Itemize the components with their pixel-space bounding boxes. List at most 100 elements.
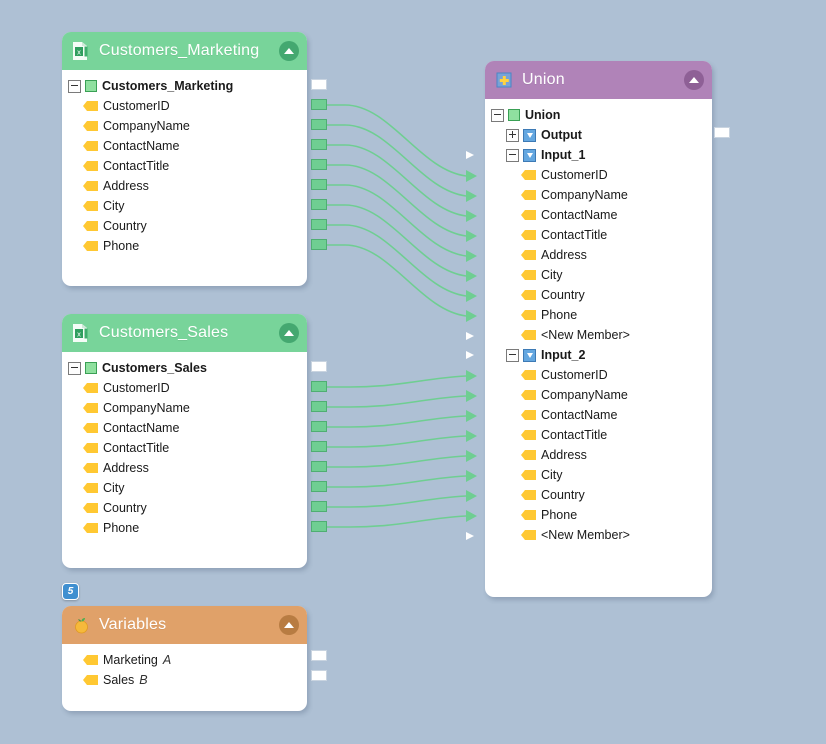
port-output-field[interactable] xyxy=(311,139,327,150)
port-input-field[interactable] xyxy=(466,510,477,522)
port-output-root[interactable] xyxy=(311,79,327,90)
tree-root-row[interactable]: Union xyxy=(485,105,712,125)
port-input-field[interactable] xyxy=(466,410,477,422)
port-input-field[interactable] xyxy=(466,270,477,282)
port-input-field[interactable] xyxy=(466,230,477,242)
collapse-up-icon[interactable] xyxy=(684,70,704,90)
field-row[interactable]: ContactName xyxy=(62,136,307,156)
variable-row[interactable]: Marketing A xyxy=(62,650,307,670)
field-row[interactable]: Address xyxy=(485,245,712,265)
expander-minus-icon[interactable] xyxy=(506,348,519,362)
port-input-group-unconnected[interactable] xyxy=(466,151,474,159)
field-row[interactable]: ContactName xyxy=(485,205,712,225)
field-row[interactable]: ContactTitle xyxy=(485,425,712,445)
expander-plus-icon[interactable] xyxy=(506,128,519,142)
field-row[interactable]: City xyxy=(62,478,307,498)
port-output-field[interactable] xyxy=(311,521,327,532)
field-row[interactable]: CustomerID xyxy=(62,378,307,398)
field-row[interactable]: ContactTitle xyxy=(62,438,307,458)
field-row[interactable]: Phone xyxy=(485,305,712,325)
variable-row[interactable]: Sales B xyxy=(62,670,307,690)
node-variables[interactable]: Variables Marketing A Sales B xyxy=(62,606,307,711)
port-output-variable[interactable] xyxy=(311,670,327,681)
port-output-field[interactable] xyxy=(311,219,327,230)
port-input-field[interactable] xyxy=(466,170,477,182)
node-union[interactable]: Union Union Output Input_1 xyxy=(485,61,712,597)
node-customers-sales[interactable]: x Customers_Sales Customers_Sales Custom… xyxy=(62,314,307,568)
port-output-field[interactable] xyxy=(311,159,327,170)
field-row[interactable]: ContactTitle xyxy=(485,225,712,245)
port-input-group-unconnected[interactable] xyxy=(466,351,474,359)
node-header[interactable]: x Customers_Sales xyxy=(62,314,307,352)
port-input-field[interactable] xyxy=(466,310,477,322)
field-row[interactable]: CustomerID xyxy=(485,165,712,185)
field-row[interactable]: City xyxy=(485,465,712,485)
port-output-variable[interactable] xyxy=(311,650,327,661)
port-input-field[interactable] xyxy=(466,290,477,302)
tree-root-row[interactable]: Customers_Marketing xyxy=(62,76,307,96)
node-customers-marketing[interactable]: x Customers_Marketing Customers_Marketin… xyxy=(62,32,307,286)
node-header[interactable]: x Customers_Marketing xyxy=(62,32,307,70)
new-member-row[interactable]: <New Member> xyxy=(485,325,712,345)
port-input-field[interactable] xyxy=(466,470,477,482)
field-row[interactable]: Country xyxy=(62,498,307,518)
port-output-field[interactable] xyxy=(311,401,327,412)
field-row[interactable]: CompanyName xyxy=(485,185,712,205)
field-row[interactable]: Country xyxy=(485,285,712,305)
port-input-field[interactable] xyxy=(466,490,477,502)
field-row[interactable]: CustomerID xyxy=(485,365,712,385)
port-input-field[interactable] xyxy=(466,370,477,382)
group-row-input-2[interactable]: Input_2 xyxy=(485,345,712,365)
field-row[interactable]: ContactName xyxy=(62,418,307,438)
field-row[interactable]: Phone xyxy=(485,505,712,525)
port-input-field[interactable] xyxy=(466,190,477,202)
port-output-field[interactable] xyxy=(311,239,327,250)
node-header[interactable]: Variables xyxy=(62,606,307,644)
node-header[interactable]: Union xyxy=(485,61,712,99)
port-input-field[interactable] xyxy=(466,390,477,402)
port-input-field[interactable] xyxy=(466,450,477,462)
expander-minus-icon[interactable] xyxy=(506,148,519,162)
expander-minus-icon[interactable] xyxy=(491,108,504,122)
field-row[interactable]: City xyxy=(62,196,307,216)
field-row[interactable]: CompanyName xyxy=(62,116,307,136)
field-row[interactable]: Phone xyxy=(62,236,307,256)
field-row[interactable]: CompanyName xyxy=(62,398,307,418)
field-row[interactable]: CustomerID xyxy=(62,96,307,116)
port-output-field[interactable] xyxy=(311,381,327,392)
port-output-field[interactable] xyxy=(311,179,327,190)
collapse-up-icon[interactable] xyxy=(279,615,299,635)
port-output-field[interactable] xyxy=(311,461,327,472)
tree-root-row[interactable]: Customers_Sales xyxy=(62,358,307,378)
port-output-field[interactable] xyxy=(311,481,327,492)
expander-minus-icon[interactable] xyxy=(68,361,81,375)
field-row[interactable]: Country xyxy=(62,216,307,236)
group-row-input-1[interactable]: Input_1 xyxy=(485,145,712,165)
port-input-new-member[interactable] xyxy=(466,332,474,340)
collapse-up-icon[interactable] xyxy=(279,41,299,61)
new-member-row[interactable]: <New Member> xyxy=(485,525,712,545)
field-row[interactable]: Phone xyxy=(62,518,307,538)
field-row[interactable]: Address xyxy=(62,458,307,478)
port-output-root[interactable] xyxy=(311,361,327,372)
port-input-field[interactable] xyxy=(466,250,477,262)
port-output-field[interactable] xyxy=(311,421,327,432)
field-row[interactable]: ContactName xyxy=(485,405,712,425)
field-row[interactable]: Address xyxy=(62,176,307,196)
expander-minus-icon[interactable] xyxy=(68,79,81,93)
field-row[interactable]: City xyxy=(485,265,712,285)
port-input-field[interactable] xyxy=(466,430,477,442)
port-output-field[interactable] xyxy=(311,99,327,110)
port-output-field[interactable] xyxy=(311,199,327,210)
port-output-field[interactable] xyxy=(311,501,327,512)
port-input-field[interactable] xyxy=(466,210,477,222)
port-input-new-member[interactable] xyxy=(466,532,474,540)
field-row[interactable]: ContactTitle xyxy=(62,156,307,176)
field-row[interactable]: Country xyxy=(485,485,712,505)
field-row[interactable]: CompanyName xyxy=(485,385,712,405)
field-row[interactable]: Address xyxy=(485,445,712,465)
group-row-output[interactable]: Output xyxy=(485,125,712,145)
port-output-field[interactable] xyxy=(311,119,327,130)
port-output-field[interactable] xyxy=(311,441,327,452)
